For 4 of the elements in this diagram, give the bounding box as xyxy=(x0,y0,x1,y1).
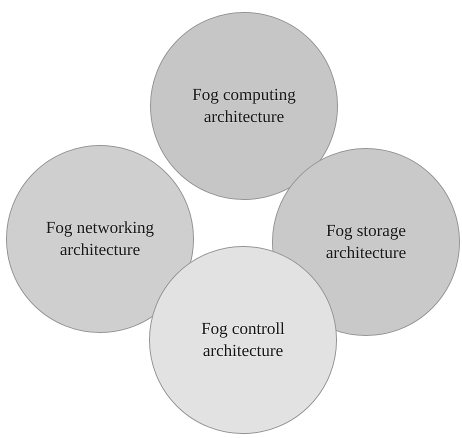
circle-label: Fog computing architecture xyxy=(191,84,297,128)
circle-label: Fog networking architecture xyxy=(44,216,156,261)
circle-label: Fog controll architecture xyxy=(200,318,286,362)
circle-label: Fog storage architecture xyxy=(324,220,408,264)
